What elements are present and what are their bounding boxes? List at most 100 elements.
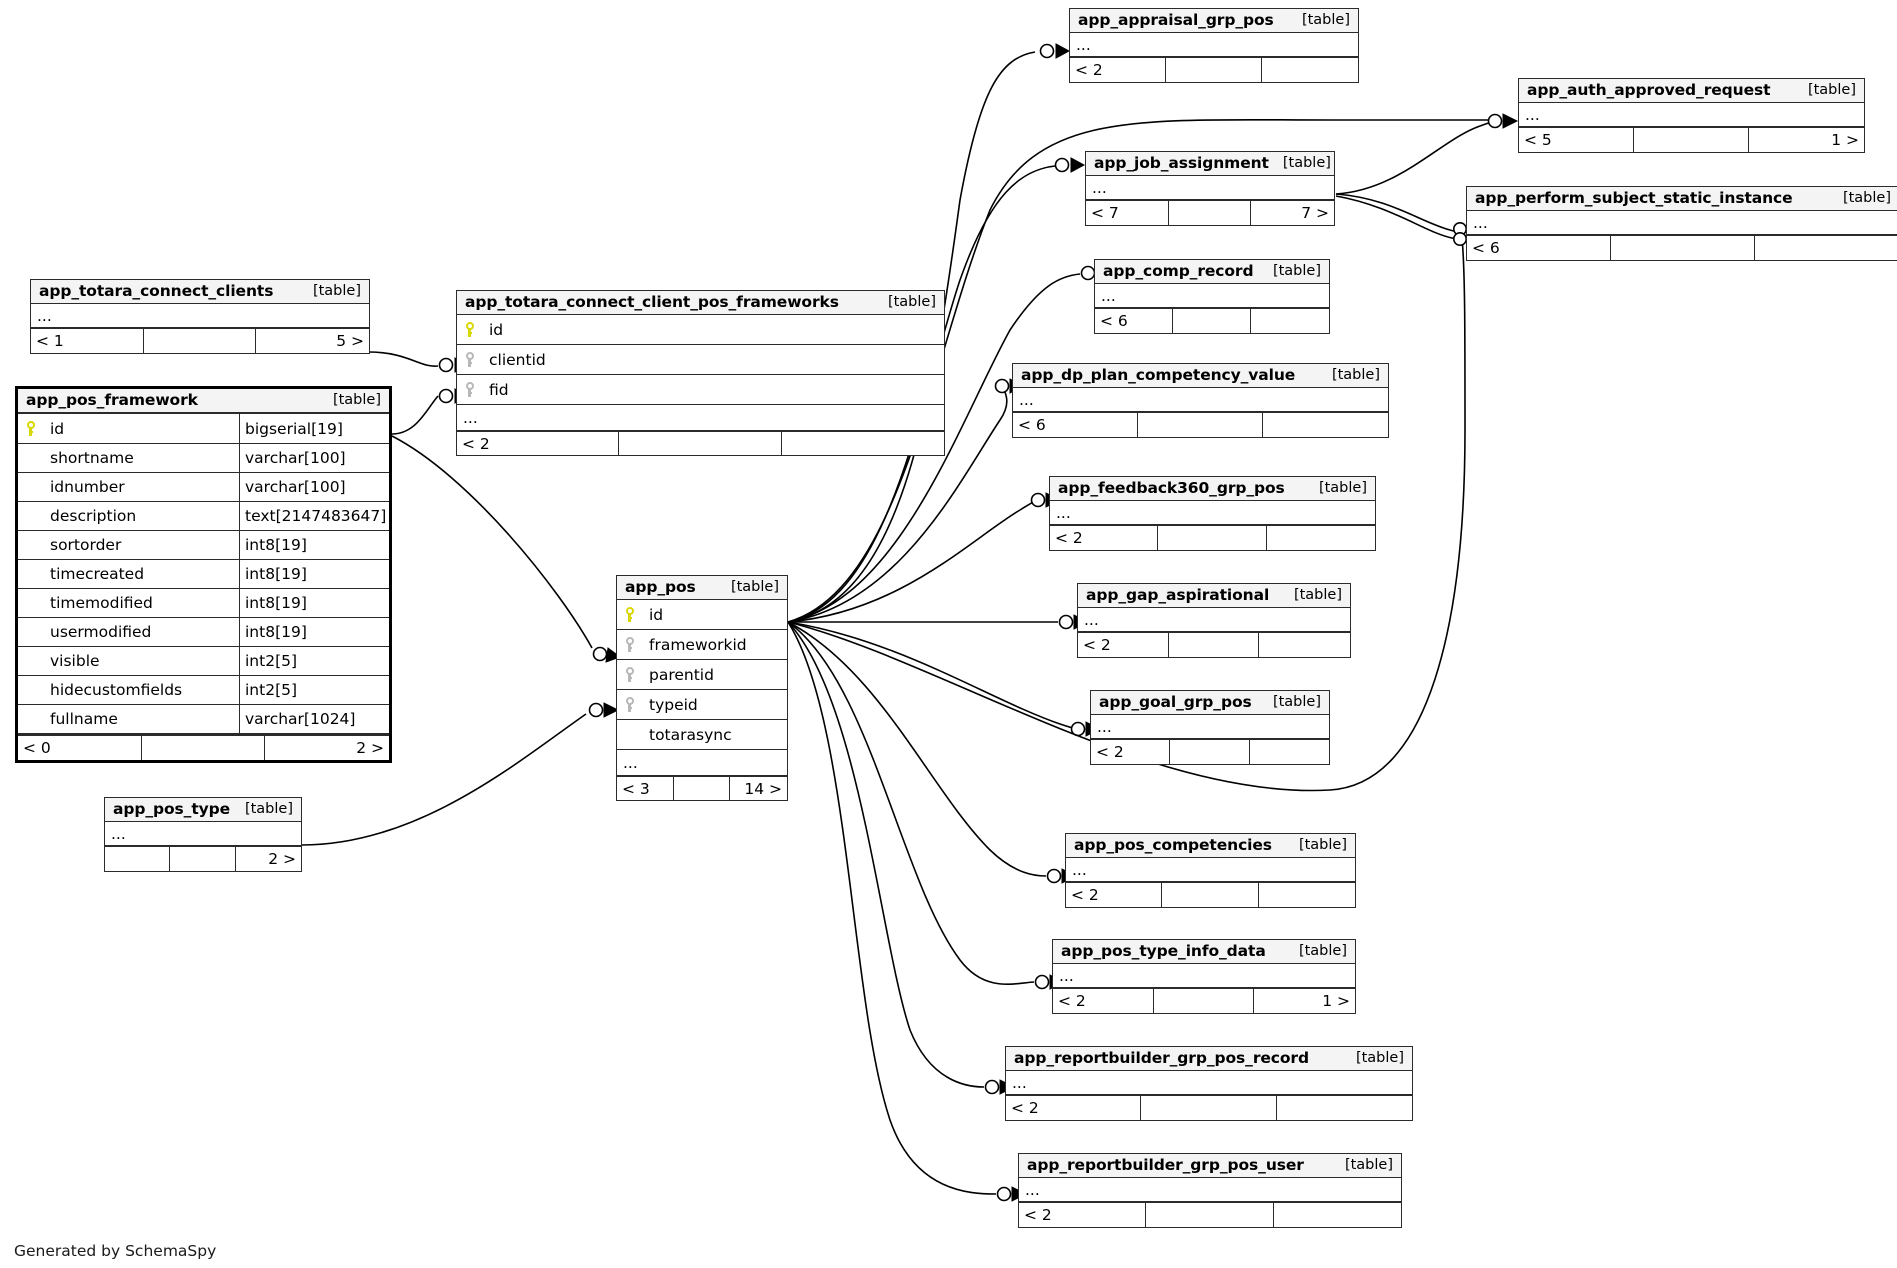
table-footer: < 6 xyxy=(1095,308,1329,333)
column-type: int2[5] xyxy=(239,647,389,675)
column-name: fullname xyxy=(50,710,118,728)
column-type: bigserial[19] xyxy=(239,414,389,443)
edge-jobassignment-to-auth xyxy=(1335,120,1496,195)
column-name: description xyxy=(50,507,137,525)
footer-right: 1 > xyxy=(1831,130,1859,149)
table-row: ... xyxy=(1086,176,1334,201)
table-name: app_reportbuilder_grp_pos_record xyxy=(1014,1049,1309,1067)
table-row: ... xyxy=(1053,964,1355,989)
table-app_pos_type[interactable]: app_pos_type [table] ... 2 > xyxy=(104,797,302,872)
table-app_pos[interactable]: app_pos [table] id frameworkid parentid … xyxy=(616,575,788,802)
table-row: clientid xyxy=(457,345,944,375)
footer-right: 2 > xyxy=(356,739,385,757)
table-app_feedback360_grp_pos[interactable]: app_feedback360_grp_pos [table] ... < 2 xyxy=(1049,476,1376,551)
foreign-key-icon xyxy=(457,382,483,397)
column-ellipsis: ... xyxy=(1072,860,1087,879)
table-row: ... xyxy=(105,822,301,847)
table-row: ... xyxy=(617,750,787,776)
column-name: parentid xyxy=(649,665,714,684)
table-header: app_pos_framework [table] xyxy=(18,389,389,414)
column-type: int8[19] xyxy=(239,618,389,646)
table-row: ... xyxy=(1091,715,1329,740)
table-app_pos_type_info_data[interactable]: app_pos_type_info_data [table] ... < 2 1… xyxy=(1052,939,1356,1014)
table-name: app_appraisal_grp_pos xyxy=(1078,11,1274,29)
table-name: app_job_assignment xyxy=(1094,154,1269,172)
table-footer: < 5 1 > xyxy=(1519,127,1864,152)
table-row: ... xyxy=(1519,103,1864,128)
footer-right xyxy=(1274,1203,1401,1226)
foreign-key-icon xyxy=(617,637,643,652)
table-row: visible int2[5] xyxy=(18,647,389,676)
table-app_appraisal_grp_pos[interactable]: app_appraisal_grp_pos [table] ... < 2 xyxy=(1069,8,1359,83)
table-name: app_dp_plan_competency_value xyxy=(1021,366,1296,384)
footer-left: < 0 xyxy=(18,736,142,760)
table-app_gap_aspirational[interactable]: app_gap_aspirational [table] ... < 2 xyxy=(1077,583,1351,658)
edge-pos-to-postypeinfodata xyxy=(787,621,1035,985)
table-footer: < 2 xyxy=(1050,525,1375,550)
table-name: app_totara_connect_client_pos_frameworks xyxy=(465,293,839,311)
column-name: clientid xyxy=(489,350,546,369)
table-app_comp_record[interactable]: app_comp_record [table] ... < 6 xyxy=(1094,259,1330,334)
table-kind: [table] xyxy=(1807,82,1856,98)
table-footer: < 6 xyxy=(1467,235,1897,260)
table-app_perform_subject_static_instance[interactable]: app_perform_subject_static_instance [tab… xyxy=(1466,186,1897,261)
footer-left: < 6 xyxy=(1095,309,1173,333)
table-name: app_comp_record xyxy=(1103,262,1254,280)
footer-left: < 7 xyxy=(1086,201,1169,225)
footer-left: < 2 xyxy=(1066,883,1163,907)
table-row: shortname varchar[100] xyxy=(18,444,389,473)
table-name: app_pos_type_info_data xyxy=(1061,942,1266,960)
footer-left: < 2 xyxy=(1070,58,1166,82)
table-row: id xyxy=(457,315,944,345)
table-name: app_totara_connect_clients xyxy=(39,282,274,300)
footer-right: 7 > xyxy=(1301,203,1330,222)
table-name: app_goal_grp_pos xyxy=(1099,693,1252,711)
primary-key-icon xyxy=(18,421,44,436)
table-kind: [table] xyxy=(1298,943,1347,959)
table-footer: < 1 5 > xyxy=(31,328,369,353)
table-app_reportbuilder_grp_pos_user[interactable]: app_reportbuilder_grp_pos_user [table] .… xyxy=(1018,1153,1402,1228)
column-name: timemodified xyxy=(50,594,153,612)
table-app_goal_grp_pos[interactable]: app_goal_grp_pos [table] ... < 2 xyxy=(1090,690,1330,765)
column-name: sortorder xyxy=(50,536,122,554)
table-name: app_pos_framework xyxy=(26,391,198,409)
table-app_reportbuilder_grp_pos_record[interactable]: app_reportbuilder_grp_pos_record [table]… xyxy=(1005,1046,1413,1121)
table-kind: [table] xyxy=(1282,155,1331,171)
table-kind: [table] xyxy=(1293,587,1342,603)
column-ellipsis: ... xyxy=(37,306,52,325)
table-app_totara_connect_client_pos_frameworks[interactable]: app_totara_connect_client_pos_frameworks… xyxy=(456,290,945,457)
column-name: id xyxy=(50,419,65,438)
column-name: frameworkid xyxy=(649,635,747,654)
column-ellipsis: ... xyxy=(1025,1180,1040,1199)
table-row: ... xyxy=(1013,388,1388,413)
primary-key-icon xyxy=(457,322,483,337)
table-row: ... xyxy=(1095,284,1329,309)
footer-right xyxy=(1259,883,1355,906)
table-header: app_perform_subject_static_instance [tab… xyxy=(1467,187,1897,211)
table-app_totara_connect_clients[interactable]: app_totara_connect_clients [table] ... <… xyxy=(30,279,370,354)
footer-left: < 6 xyxy=(1013,413,1138,437)
table-footer: < 6 xyxy=(1013,412,1388,437)
column-ellipsis: ... xyxy=(1019,390,1034,409)
table-row: ... xyxy=(1070,33,1358,58)
column-name: id xyxy=(649,605,664,624)
table-app_pos_competencies[interactable]: app_pos_competencies [table] ... < 2 xyxy=(1065,833,1356,908)
primary-key-icon xyxy=(617,607,643,622)
table-app_job_assignment[interactable]: app_job_assignment [table] ... < 7 7 > xyxy=(1085,151,1335,226)
generator-credit: Generated by SchemaSpy xyxy=(14,1242,217,1260)
column-type: int8[19] xyxy=(239,589,389,617)
table-app_dp_plan_competency_value[interactable]: app_dp_plan_competency_value [table] ...… xyxy=(1012,363,1389,438)
table-row: ... xyxy=(1066,858,1355,883)
table-kind: [table] xyxy=(1842,190,1891,206)
table-header: app_comp_record [table] xyxy=(1095,260,1329,284)
table-app_auth_approved_request[interactable]: app_auth_approved_request [table] ... < … xyxy=(1518,78,1865,153)
table-row: frameworkid xyxy=(617,630,787,660)
table-name: app_reportbuilder_grp_pos_user xyxy=(1027,1156,1304,1174)
footer-middle xyxy=(142,736,266,760)
table-row: ... xyxy=(1467,211,1897,236)
footer-middle xyxy=(674,777,731,801)
column-type: text[2147483647] xyxy=(239,502,389,530)
table-row: ... xyxy=(1006,1071,1412,1096)
table-app_pos_framework[interactable]: app_pos_framework [table] id bigserial[1… xyxy=(15,386,392,763)
footer-middle xyxy=(1170,740,1250,764)
